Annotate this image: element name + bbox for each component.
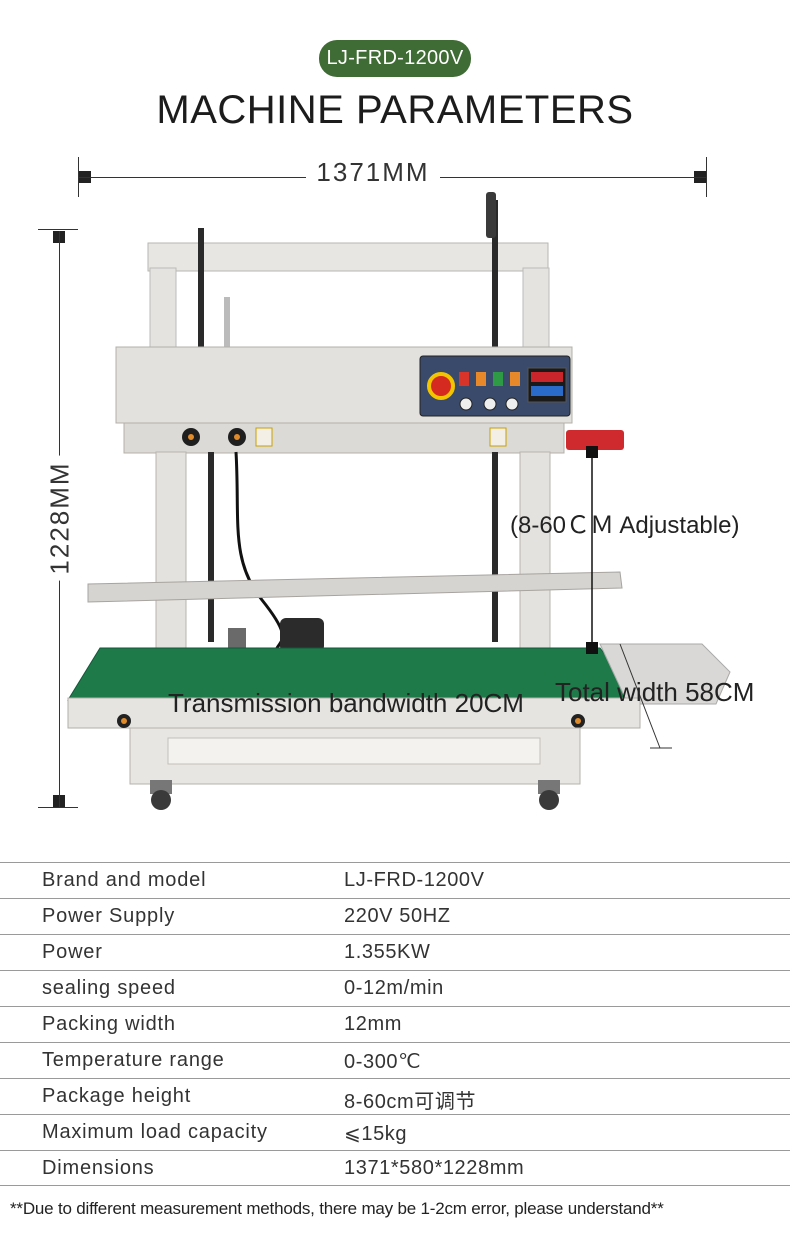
total-width-line xyxy=(619,643,661,749)
spec-value: 1371*580*1228mm xyxy=(344,1157,525,1179)
motor xyxy=(280,618,324,652)
spec-row-temperature-range: Temperature range 0-300℃ xyxy=(0,1042,790,1078)
guide-rod xyxy=(224,297,230,349)
knob-2 xyxy=(483,397,497,411)
lead-screw-lower-right xyxy=(492,452,498,642)
spec-row-dimensions: Dimensions 1371*580*1228mm xyxy=(0,1150,790,1186)
lead-screw-lower-left xyxy=(208,452,214,642)
spec-row-sealing-speed: sealing speed 0-12m/min xyxy=(0,970,790,1006)
width-dim-label: 1371MM xyxy=(306,157,440,188)
adjust-handle xyxy=(486,192,496,238)
measurement-footnote: **Due to different measurement methods, … xyxy=(10,1199,664,1218)
spec-row-power-supply: Power Supply 220V 50HZ xyxy=(0,898,790,934)
housing-knob-left-center xyxy=(188,434,194,440)
lead-screw-left xyxy=(198,228,204,348)
output-table xyxy=(599,643,731,705)
caster-left-mount xyxy=(150,780,172,794)
conveyor-knob-left-center xyxy=(121,718,127,724)
spec-label: Power Supply xyxy=(42,905,175,927)
housing-knob-right-center xyxy=(234,434,240,440)
motor-mount xyxy=(228,628,246,650)
power-cable xyxy=(234,451,284,651)
base-inner xyxy=(167,737,541,765)
spec-label: Power xyxy=(42,941,103,963)
spec-row-power: Power 1.355KW xyxy=(0,934,790,970)
adjustable-height-label: (8-60ＣＭ Adjustable) xyxy=(510,512,740,539)
spec-row-package-height: Package height 8-60cm可调节 xyxy=(0,1078,790,1114)
top-crossbar xyxy=(147,242,549,272)
temperature-readout-1 xyxy=(531,372,563,382)
switch-orange-2 xyxy=(510,372,520,386)
emergency-stop-button xyxy=(427,372,455,400)
spec-row-brand-model: Brand and model LJ-FRD-1200V xyxy=(0,862,790,898)
page-title: MACHINE PARAMETERS xyxy=(156,88,634,132)
adjust-dim-top-marker xyxy=(586,446,598,458)
spec-label: Temperature range xyxy=(42,1049,225,1071)
left-upright xyxy=(155,451,187,661)
height-dim-bottom-tick xyxy=(38,807,78,808)
adjust-dim-bottom-marker xyxy=(586,642,598,654)
specs-table: Brand and model LJ-FRD-1200V Power Suppl… xyxy=(0,862,790,1186)
spec-value: ⩽15kg xyxy=(344,1123,408,1145)
conveyor-knob-right-center xyxy=(575,718,581,724)
spec-label: Brand and model xyxy=(42,869,207,891)
spec-label: Dimensions xyxy=(42,1157,155,1179)
width-dim-left-tick xyxy=(78,157,79,197)
warning-sticker-1 xyxy=(255,427,273,447)
spec-value: 0-12m/min xyxy=(344,977,444,999)
spec-value: 0-300℃ xyxy=(344,1051,422,1073)
sealing-machine-illustration xyxy=(67,192,731,810)
spec-value: 12mm xyxy=(344,1013,402,1035)
top-frame-right-post xyxy=(522,267,550,349)
caster-right-mount xyxy=(538,780,560,794)
total-width-label: Total width 58CM xyxy=(555,677,755,707)
caster-wheel-left xyxy=(151,790,171,810)
spec-row-packing-width: Packing width 12mm xyxy=(0,1006,790,1042)
spec-label: Maximum load capacity xyxy=(42,1121,268,1143)
spec-value: 8-60cm可调节 xyxy=(344,1091,477,1113)
switch-red xyxy=(459,372,469,386)
height-dim-top-tick xyxy=(38,229,78,230)
right-upright xyxy=(519,451,551,661)
model-badge: LJ-FRD-1200V xyxy=(319,40,471,77)
knob-1 xyxy=(459,397,473,411)
width-dim-right-tick xyxy=(706,157,707,197)
spec-value: LJ-FRD-1200V xyxy=(344,869,485,891)
spec-row-max-load: Maximum load capacity ⩽15kg xyxy=(0,1114,790,1150)
bandwidth-label: Transmission bandwidth 20CM xyxy=(168,688,524,718)
switch-green xyxy=(493,372,503,386)
temperature-readout-2 xyxy=(531,386,563,396)
spec-value: 1.355KW xyxy=(344,941,431,963)
spec-label: sealing speed xyxy=(42,977,176,999)
switch-orange xyxy=(476,372,486,386)
red-handle xyxy=(566,430,624,450)
spec-label: Packing width xyxy=(42,1013,176,1035)
side-guide-bar xyxy=(87,571,623,603)
spec-label: Package height xyxy=(42,1085,192,1107)
conveyor-frame xyxy=(67,697,641,729)
knob-3 xyxy=(505,397,519,411)
top-frame-left-post xyxy=(149,267,177,349)
caster-wheel-right xyxy=(539,790,559,810)
spec-value: 220V 50HZ xyxy=(344,905,451,927)
lead-screw-right xyxy=(492,200,498,350)
warning-sticker-2 xyxy=(489,427,507,447)
